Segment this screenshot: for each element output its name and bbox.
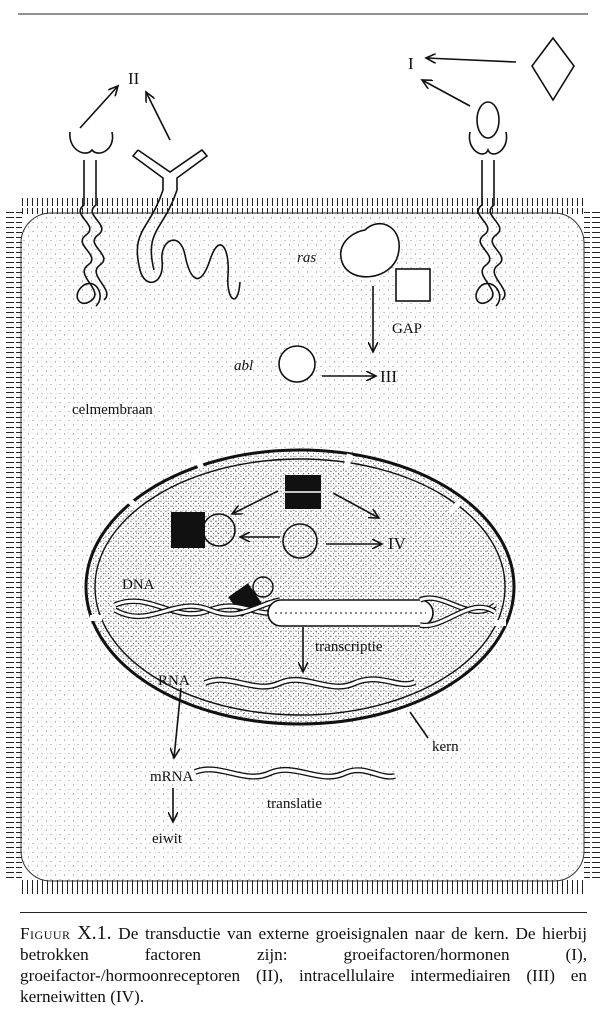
dna-helix xyxy=(113,595,497,629)
figure-number: X.1. xyxy=(77,922,112,944)
label-receptors-ii: II xyxy=(128,69,140,88)
label-nucleus: kern xyxy=(432,739,459,755)
gap-protein xyxy=(395,268,431,302)
label-translation: translatie xyxy=(267,796,322,812)
label-mrna: mRNA xyxy=(150,769,194,785)
label-protein: eiwit xyxy=(152,831,183,847)
receptor-middle xyxy=(131,148,241,300)
signal-transduction-diagram: II I ras GAP abl III celmembraan IV DNA … xyxy=(6,13,600,896)
abl-protein xyxy=(278,345,316,383)
label-intracellular-iii: III xyxy=(380,367,397,386)
caption-text: De transductie van externe groeisignalen… xyxy=(20,924,588,1006)
label-transcription: transcriptie xyxy=(315,639,383,655)
arrows xyxy=(79,58,517,822)
label-growth-factors-i: I xyxy=(408,54,414,73)
label-nuclear-proteins-iv: IV xyxy=(388,534,407,553)
figure-caption: Figuur X.1. De transductie van externe g… xyxy=(20,912,587,1007)
nuclear-proteins xyxy=(171,475,321,617)
receptor-right xyxy=(468,101,508,307)
label-rna: RNA xyxy=(158,673,190,689)
label-dna: DNA xyxy=(122,577,155,593)
label-ras: ras xyxy=(297,250,316,266)
figure-label: Figuur xyxy=(20,924,71,943)
receptor-left xyxy=(69,131,114,307)
label-cell-membrane: celmembraan xyxy=(72,402,153,418)
label-gap: GAP xyxy=(392,321,422,337)
growth-factor-diamond xyxy=(531,36,575,102)
ras-protein xyxy=(339,223,401,278)
label-abl: abl xyxy=(234,358,253,374)
